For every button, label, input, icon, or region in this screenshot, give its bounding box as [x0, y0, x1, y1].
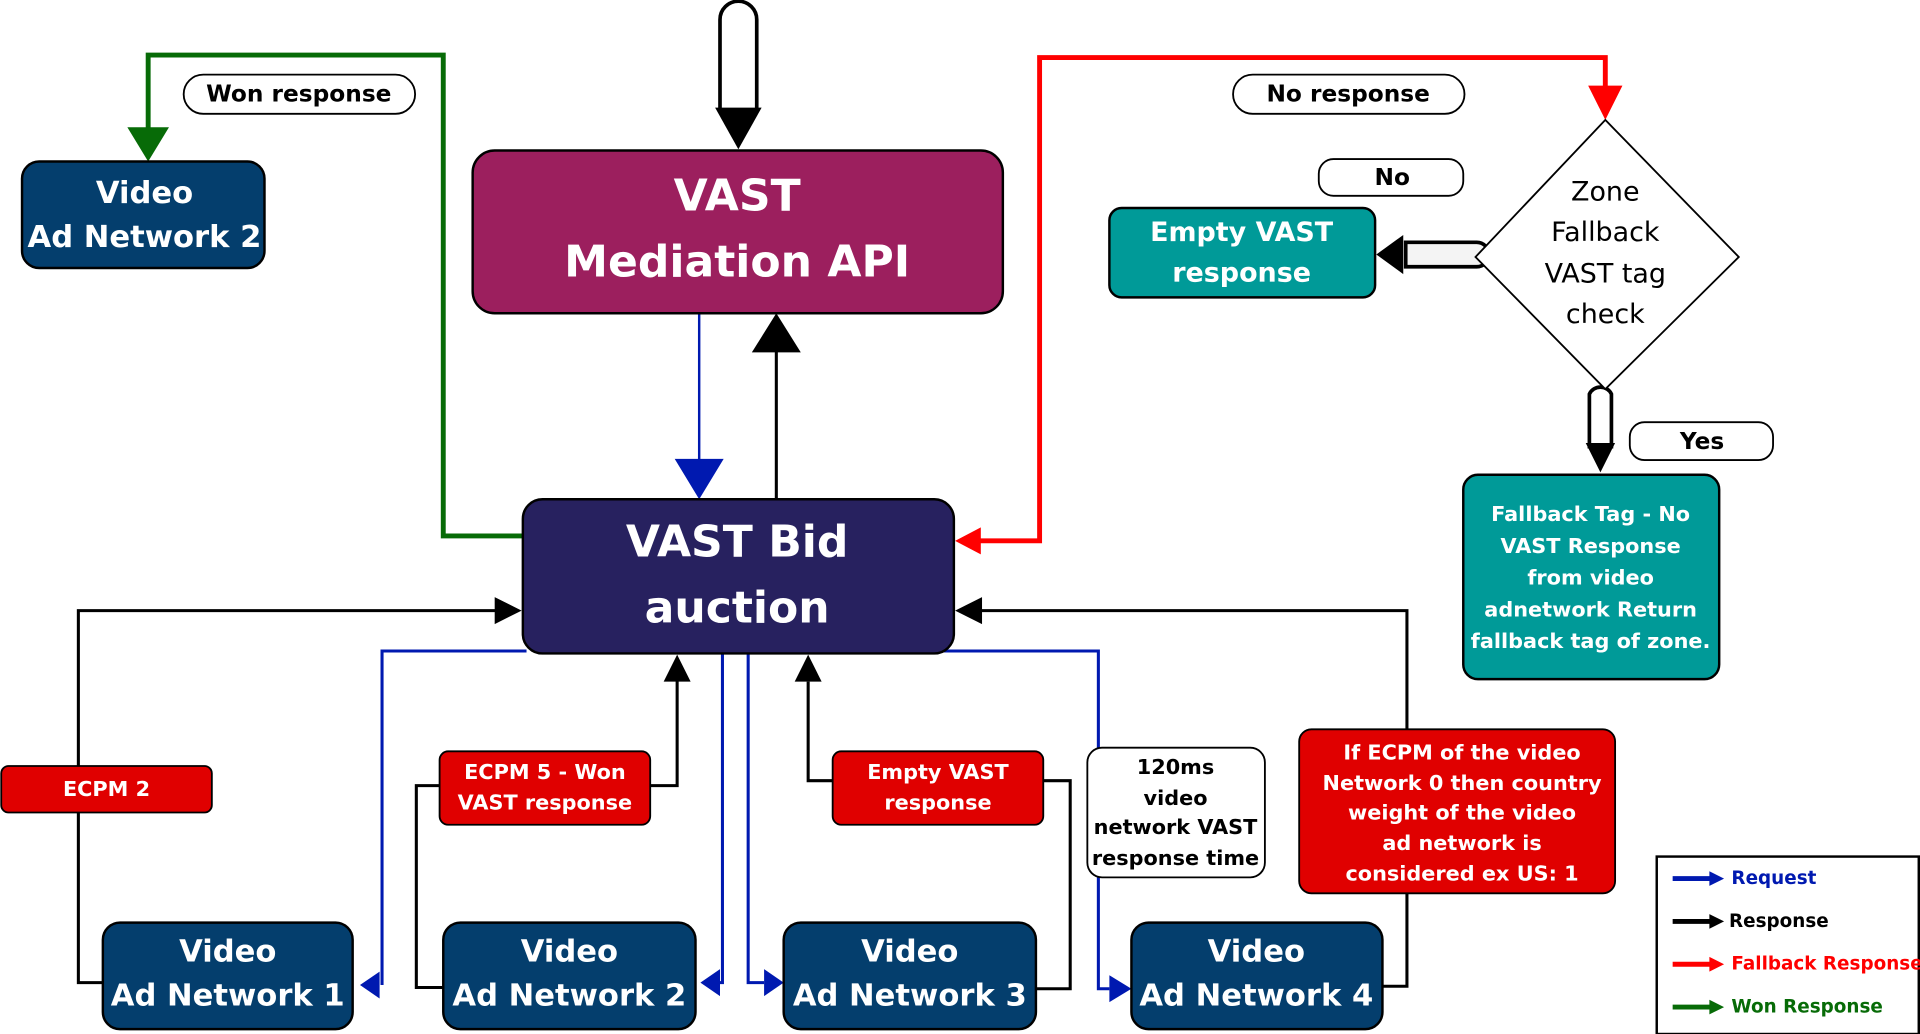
response-time-label: 120ms video network VAST response time — [1086, 746, 1266, 879]
legend-fallback-text: Fallback Response — [1731, 954, 1920, 975]
entry-arrow — [715, 0, 762, 150]
ecpm-2-label: ECPM 2 — [0, 765, 213, 814]
won-response-connector — [127, 52, 523, 539]
network2-response-connector — [414, 654, 691, 990]
network-4-line-2: Ad Network 4 — [1139, 979, 1373, 1014]
network2-request-connector — [700, 653, 724, 997]
network-4-line-1: Video — [1208, 935, 1305, 970]
network-3-line-1: Video — [861, 935, 958, 970]
network3-request-connector — [746, 653, 784, 997]
network-1-line-1: Video — [179, 935, 276, 970]
won-network-node[interactable]: Video Ad Network 2 — [20, 160, 266, 270]
network-3-node[interactable]: Video Ad Network 3 — [782, 921, 1038, 1031]
network1-request-connector — [360, 649, 527, 999]
yes-label: Yes — [1628, 421, 1774, 462]
decision-line-2: Fallback — [1551, 217, 1660, 248]
legend-item-request: Request — [1672, 868, 1817, 889]
no-branch-arrow — [1376, 234, 1491, 275]
empty-vast-label: Empty VAST response — [831, 750, 1045, 826]
network-2-node[interactable]: Video Ad Network 2 — [442, 921, 697, 1031]
no-label: No — [1317, 158, 1465, 197]
network-2-line-1: Video — [521, 935, 618, 970]
ecpm-5-line-1: ECPM 5 - Won — [464, 760, 626, 784]
bid-auction-line-1: VAST Bid — [626, 517, 849, 568]
legend-item-fallback: Fallback Response — [1672, 954, 1920, 975]
ecpm-rule-line-2: Network 0 then country — [1323, 771, 1602, 795]
fallback-tag-line-1: Fallback Tag - No — [1491, 502, 1690, 526]
ecpm-rule-line-5: considered ex US: 1 — [1345, 862, 1578, 886]
legend-item-response: Response — [1672, 911, 1829, 932]
decision-line-3: VAST tag — [1545, 259, 1666, 290]
decision-line-1: Zone — [1571, 177, 1640, 208]
network-1-node[interactable]: Video Ad Network 1 — [101, 921, 354, 1031]
yes-text: Yes — [1679, 428, 1724, 455]
mediation-api-line-1: VAST — [674, 170, 801, 221]
network-1-line-2: Ad Network 1 — [111, 979, 345, 1014]
ecpm-5-line-2: VAST response — [458, 791, 632, 815]
bid-auction-node[interactable]: VAST Bid auction — [521, 498, 956, 655]
mediation-request-connector — [674, 313, 724, 500]
auction-response-connector — [751, 313, 801, 500]
empty-vast-line-1: Empty VAST — [1150, 217, 1334, 248]
response-time-line-2: video — [1144, 786, 1208, 810]
ecpm-rule-line-3: weight of the video — [1348, 801, 1576, 825]
fallback-tag-line-4: adnetwork Return — [1484, 597, 1697, 621]
ecpm-5-label: ECPM 5 - Won VAST response — [438, 750, 652, 826]
decision-node[interactable]: Zone Fallback VAST tag check — [1474, 118, 1741, 391]
empty-vast-node[interactable]: Empty VAST response — [1108, 206, 1377, 299]
empty-vast-small-line-2: response — [884, 791, 991, 815]
ecpm-2-text: ECPM 2 — [63, 777, 150, 801]
yes-branch-arrow — [1585, 385, 1616, 473]
fallback-tag-node[interactable]: Fallback Tag - No VAST Response from vid… — [1462, 473, 1721, 681]
response-time-line-1: 120ms — [1137, 755, 1214, 779]
ecpm-rule-label: If ECPM of the video Network 0 then coun… — [1298, 728, 1617, 895]
network-3-line-2: Ad Network 3 — [793, 979, 1027, 1014]
won-response-label: Won response — [182, 73, 417, 115]
legend-won-text: Won Response — [1731, 997, 1882, 1018]
no-text: No — [1375, 164, 1410, 191]
legend-response-text: Response — [1729, 911, 1829, 932]
mediation-api-line-2: Mediation API — [564, 236, 910, 287]
fallback-tag-line-3: from video — [1527, 566, 1654, 590]
fallback-connector — [955, 55, 1623, 555]
no-response-label: No response — [1232, 73, 1466, 115]
network3-response-connector — [794, 654, 1072, 991]
legend-request-text: Request — [1731, 868, 1816, 889]
ecpm-rule-line-4: ad network is — [1382, 831, 1541, 855]
decision-line-4: check — [1566, 299, 1645, 330]
network-4-node[interactable]: Video Ad Network 4 — [1130, 921, 1384, 1031]
fallback-tag-line-5: fallback tag of zone. — [1471, 629, 1711, 653]
legend-item-won: Won Response — [1672, 997, 1883, 1018]
response-time-line-3: network VAST — [1094, 815, 1258, 839]
fallback-tag-line-2: VAST Response — [1501, 534, 1681, 558]
response-time-line-4: response time — [1092, 846, 1259, 870]
bid-auction-line-2: auction — [645, 583, 830, 634]
won-response-text: Won response — [206, 81, 391, 108]
empty-vast-small-line-1: Empty VAST — [867, 760, 1009, 784]
won-network-line-2: Ad Network 2 — [28, 220, 262, 255]
network-2-line-2: Ad Network 2 — [452, 979, 686, 1014]
no-response-text: No response — [1266, 81, 1429, 108]
legend: Request Response Fallback Response Won R… — [1655, 855, 1920, 1034]
empty-vast-line-2: response — [1172, 257, 1311, 288]
mediation-api-node[interactable]: VAST Mediation API — [471, 149, 1005, 315]
ecpm-rule-line-1: If ECPM of the video — [1343, 741, 1580, 765]
won-network-line-1: Video — [96, 176, 193, 211]
